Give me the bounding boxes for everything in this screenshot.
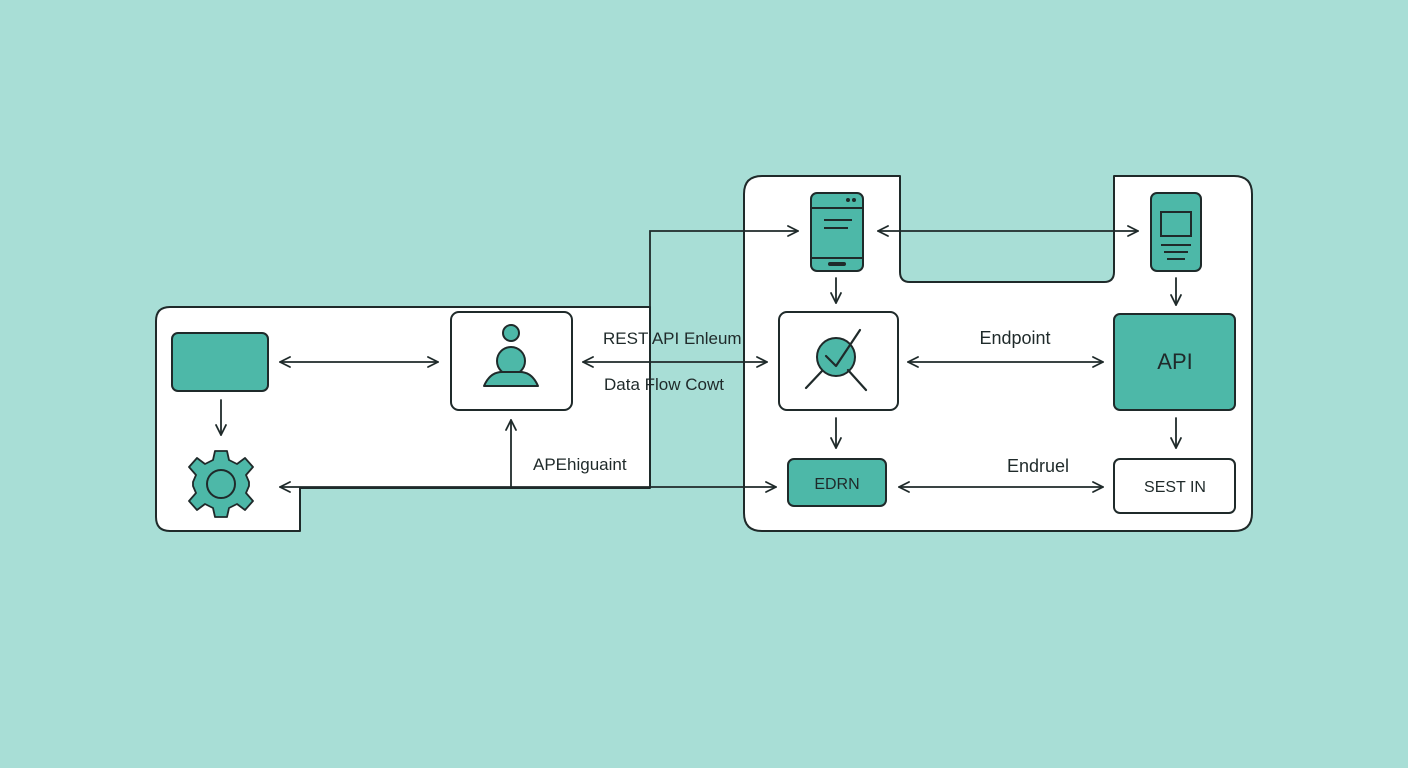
search-check-icon <box>804 328 868 392</box>
right-panel <box>743 175 1253 532</box>
sest-node <box>1113 458 1236 514</box>
label-apehiguaint: APEhiguaint <box>533 455 627 474</box>
sest-node-label: SEST IN <box>1144 479 1206 496</box>
label-data-flow: Data Flow Cowt <box>604 375 724 394</box>
mobile-phone-icon <box>810 192 864 272</box>
right-panel-notch <box>902 175 1112 281</box>
api-node-label: API <box>1157 349 1192 374</box>
rectangle-icon <box>171 332 269 392</box>
arrow-route-phone <box>649 225 799 488</box>
user-icon <box>483 324 539 387</box>
label-endruel: Endruel <box>1007 456 1069 476</box>
tablet-icon <box>1150 192 1202 272</box>
label-rest-api: REST API Enleum <box>603 329 742 348</box>
label-endpoint: Endpoint <box>979 328 1050 348</box>
edrn-node <box>787 458 887 507</box>
edrn-node-label: EDRN <box>814 476 859 493</box>
gear-icon <box>188 450 254 518</box>
api-node <box>1113 313 1236 411</box>
